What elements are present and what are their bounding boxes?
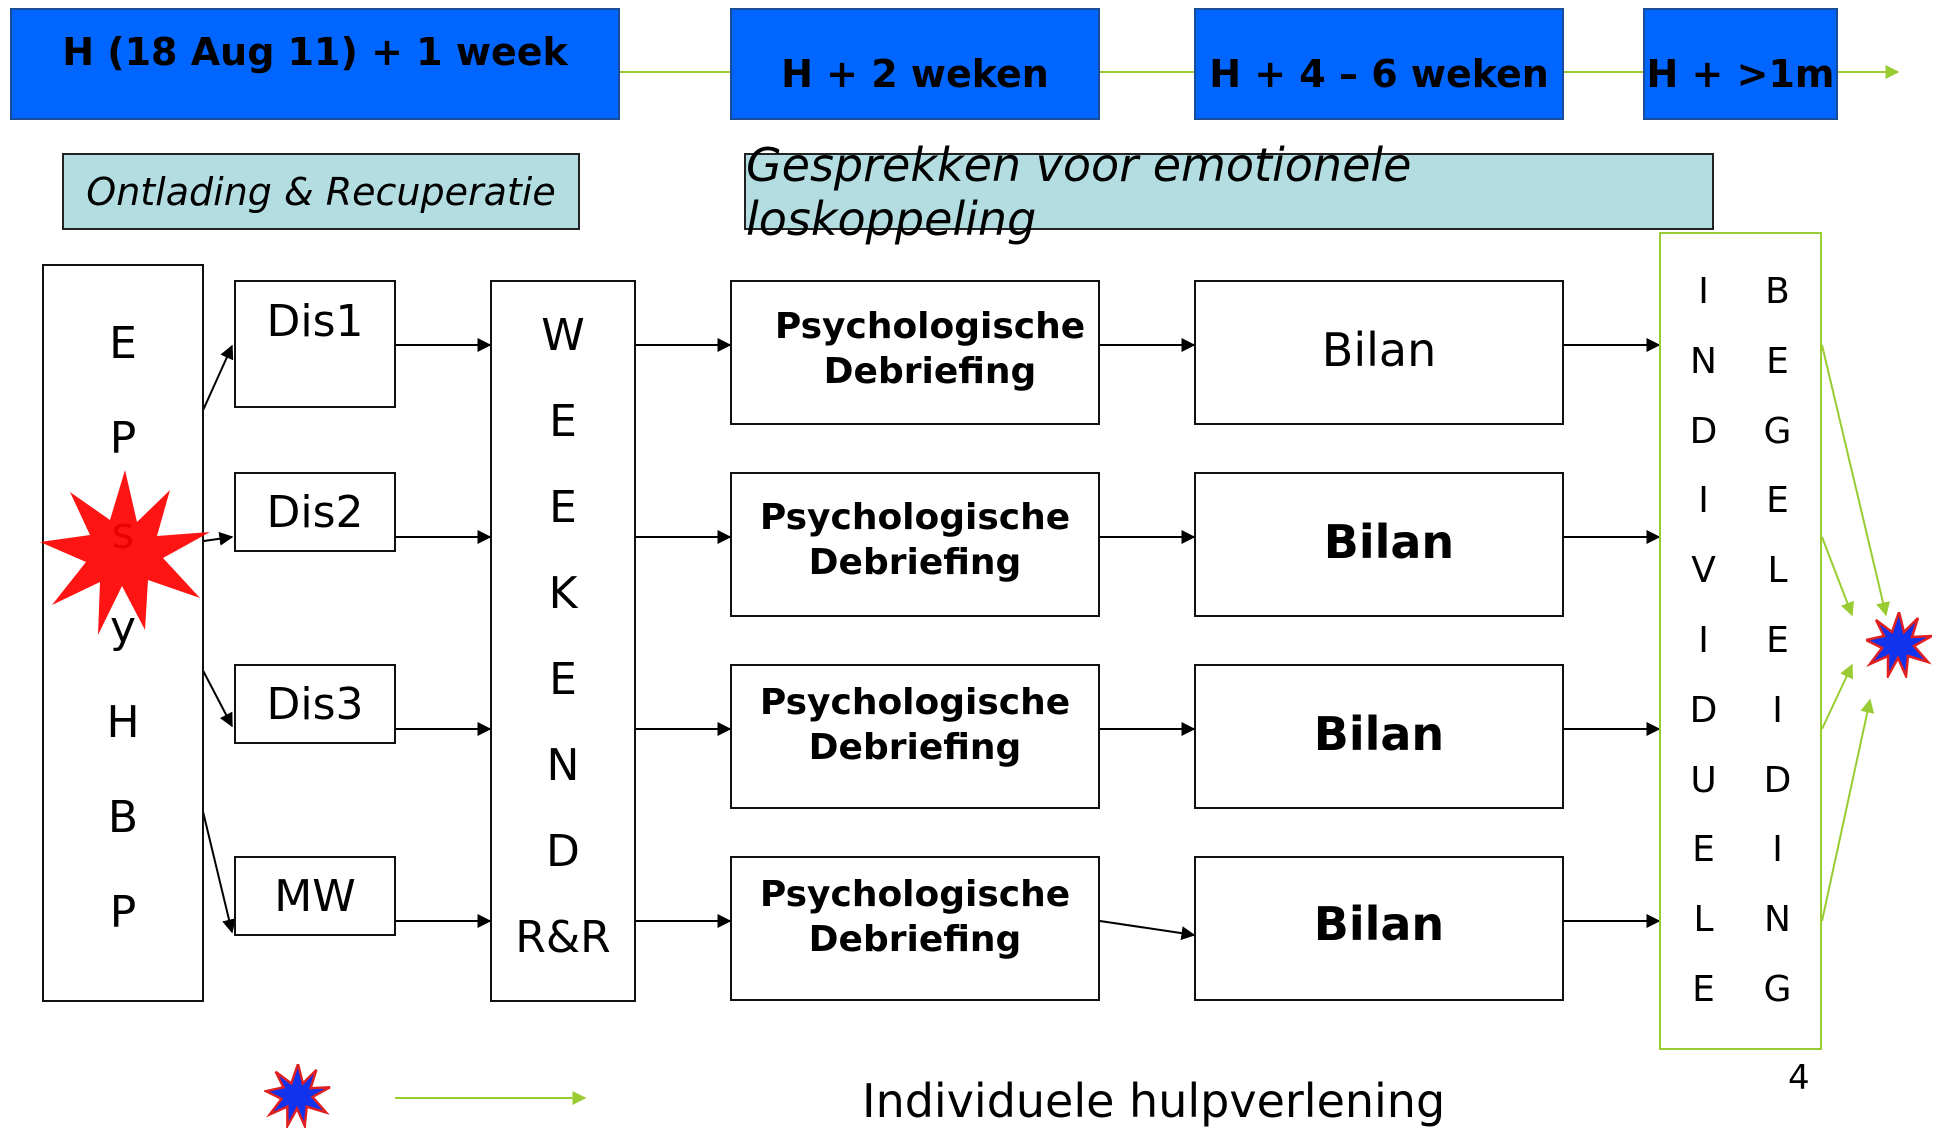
weekend-letter: E (549, 653, 577, 705)
beg-letter: L (1767, 550, 1788, 592)
ind-letter: I (1698, 480, 1709, 522)
bilan-label-2: Bilan (1323, 514, 1455, 569)
legend-burst-icon (264, 1064, 331, 1128)
beg-letter: G (1763, 410, 1792, 452)
blue-burst-icon (1866, 612, 1932, 678)
page-number: 4 (1788, 1058, 1810, 1098)
beg-letter: E (1766, 340, 1789, 382)
ind-letter: N (1690, 340, 1717, 382)
dis1-box: Dis1 (234, 280, 396, 408)
weekend-letter: R&R (515, 911, 611, 963)
green-arrow-2 (1821, 536, 1855, 617)
green-arrow-1 (1821, 344, 1890, 617)
epsy-letter: H (106, 697, 140, 749)
mw-box: MW (234, 856, 396, 936)
mw-label: MW (274, 870, 356, 922)
ind-letter: D (1689, 410, 1718, 452)
epsy-letter: P (109, 412, 137, 464)
beg-letter: E (1766, 619, 1789, 661)
debriefing-box-2: Psychologische Debriefing (730, 472, 1100, 617)
weekend-letter: E (549, 481, 577, 533)
beg-letter: G (1763, 968, 1792, 1010)
label-ontlading: Ontlading & Recuperatie (62, 153, 580, 230)
bilan-label-1: Bilan (1321, 322, 1437, 377)
beg-letter: B (1765, 271, 1790, 312)
bilan-label-3: Bilan (1313, 706, 1445, 761)
label-gesprekken: Gesprekken voor emotionele loskoppeling (744, 138, 1714, 246)
beg-letter: E (1766, 480, 1789, 522)
dis1-label: Dis1 (266, 296, 364, 347)
debriefing-label-1: Psychologische Debriefing (774, 305, 1086, 392)
green-arrow-3 (1821, 663, 1853, 730)
green-arrow-4 (1821, 698, 1875, 922)
ind-letter: E (1692, 968, 1715, 1010)
beg-letter: D (1763, 759, 1792, 801)
dis2-box: Dis2 (234, 472, 396, 552)
bilan-label-4: Bilan (1313, 896, 1445, 951)
bilan-box-4: Bilan (1194, 856, 1564, 1001)
begeleiding-column: B E G E L E I D I N G (1764, 271, 1792, 1008)
weekend-column: W E E K E N D R&R (490, 280, 636, 1002)
epsy-letter: B (107, 792, 139, 844)
individuele-column: I N D I V I D U E L E (1690, 271, 1718, 1010)
weekend-letter: E (549, 395, 577, 447)
weekend-letter: K (548, 567, 578, 619)
ind-letter: D (1689, 689, 1718, 731)
timeline-phase-3: H + 4 – 6 weken (1194, 8, 1564, 120)
bilan-box-2: Bilan (1194, 472, 1564, 617)
epsy-letter: E (109, 317, 137, 369)
red-burst-icon (40, 470, 210, 635)
ind-letter: E (1692, 829, 1715, 871)
ind-letter: L (1693, 899, 1714, 941)
weekend-letter: N (546, 739, 580, 791)
beg-letter: I (1772, 829, 1783, 871)
arrow-debrief4-bilan4 (1099, 920, 1196, 941)
individuele-begeleiding-box: I N D I V I D U E L E B E G E L E I D I … (1659, 232, 1822, 1050)
debriefing-label-3: Psychologische Debriefing (759, 681, 1071, 768)
ind-letter: U (1690, 759, 1717, 801)
legend-text: Individuele hulpverlening (862, 1074, 1446, 1128)
beg-letter: I (1772, 689, 1783, 731)
dis3-label: Dis3 (266, 678, 364, 730)
beg-letter: N (1764, 899, 1791, 941)
ind-letter: I (1698, 619, 1709, 661)
debriefing-label-2: Psychologische Debriefing (759, 496, 1071, 583)
epsy-letter: y (109, 602, 137, 654)
debriefing-box-4: Psychologische Debriefing (730, 856, 1100, 1001)
weekend-letter: D (546, 825, 580, 877)
bilan-box-3: Bilan (1194, 664, 1564, 809)
timeline-phase-4: H + >1m (1643, 8, 1838, 120)
epsy-column: E P s y H B P (42, 264, 204, 1002)
debriefing-box-1: Psychologische Debriefing (730, 280, 1100, 425)
ind-letter: V (1691, 550, 1716, 592)
bilan-box-1: Bilan (1194, 280, 1564, 425)
ind-letter: I (1698, 271, 1709, 312)
timeline-phase-2: H + 2 weken (730, 8, 1100, 120)
dis3-box: Dis3 (234, 664, 396, 744)
debriefing-label-4: Psychologische Debriefing (759, 873, 1071, 960)
dis2-label: Dis2 (266, 486, 364, 538)
debriefing-box-3: Psychologische Debriefing (730, 664, 1100, 809)
epsy-letter: P (109, 886, 137, 938)
timeline-phase-1: H (18 Aug 11) + 1 week (10, 8, 620, 120)
weekend-letter: W (541, 309, 585, 361)
